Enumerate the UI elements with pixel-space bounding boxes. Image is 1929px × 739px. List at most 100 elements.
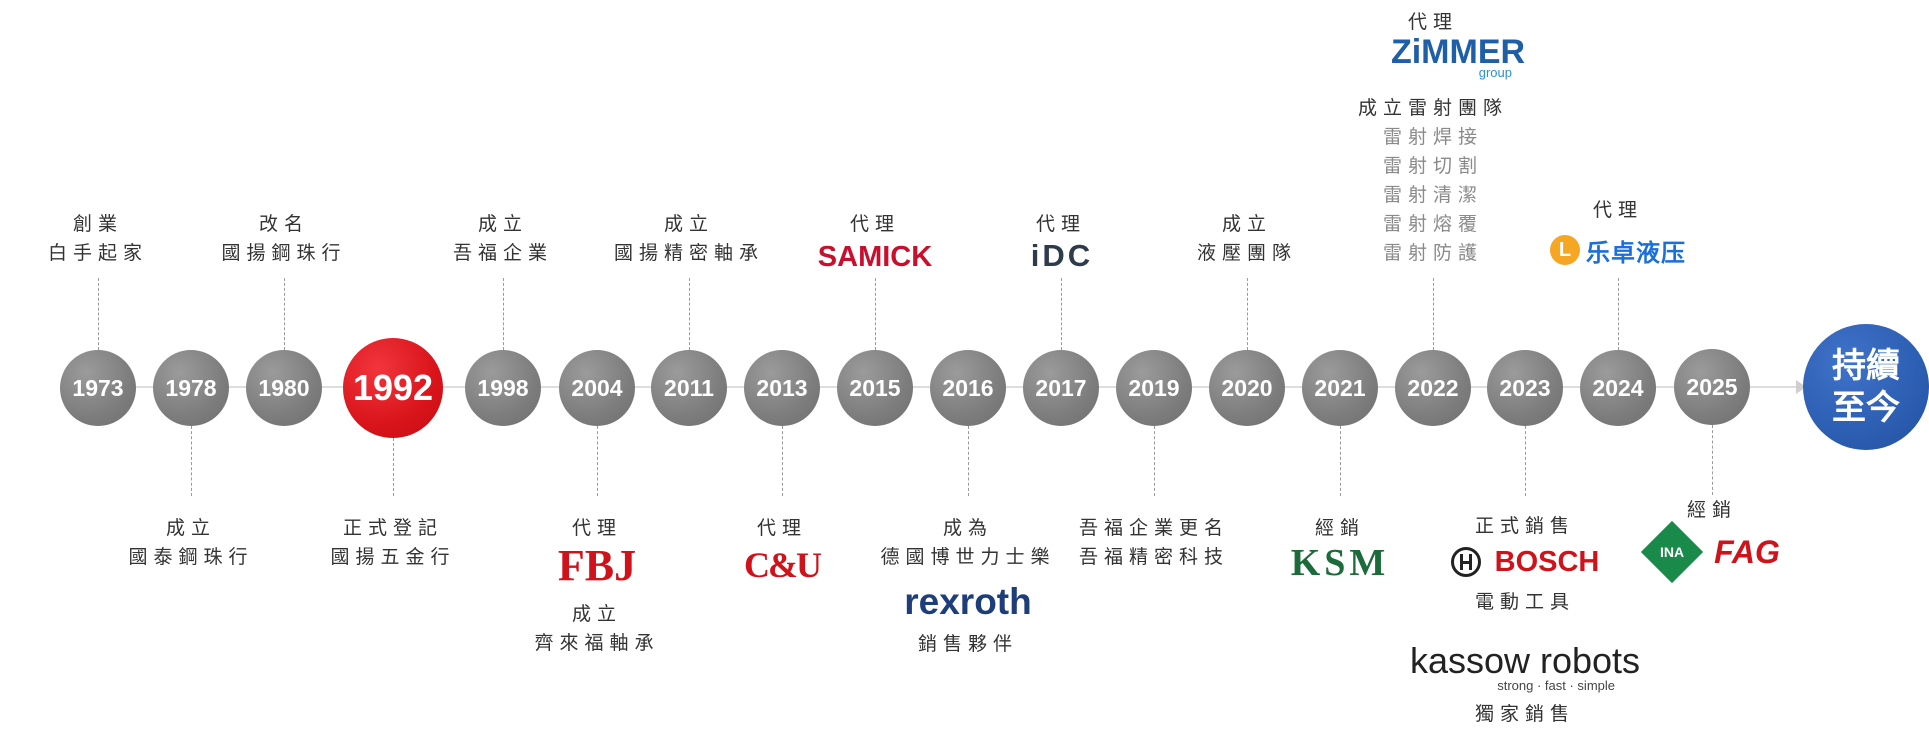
- caption-2013-line1: 代理: [756, 517, 807, 539]
- connector-1978: [191, 426, 192, 496]
- caption-2022-line4: 雷射切割: [1382, 155, 1483, 177]
- caption-2023-line2: 電動工具: [1474, 591, 1575, 613]
- caption-2017-line1: 代理: [1035, 213, 1086, 235]
- timeline-arrow-icon: [1796, 380, 1806, 394]
- caption-2016-partner: 銷售夥伴: [888, 630, 1048, 659]
- year-node-2011: 2011: [651, 350, 727, 426]
- ongoing-node: 持續 至今: [1803, 324, 1929, 450]
- year-node-2019: 2019: [1116, 350, 1192, 426]
- year-node-2015: 2015: [837, 350, 913, 426]
- year-node-2013: 2013: [744, 350, 820, 426]
- caption-2019: 吾福企業更名 吾福精密科技: [1054, 514, 1254, 572]
- year-node-1978: 1978: [153, 350, 229, 426]
- caption-1998-line1: 成立: [477, 213, 528, 235]
- caption-2024-line1: 代理: [1592, 199, 1643, 221]
- caption-1980-line2: 國揚鋼珠行: [221, 242, 347, 264]
- connector-2013: [782, 426, 783, 496]
- caption-2011: 成立 國揚精密軸承: [589, 210, 789, 268]
- connector-2004: [597, 426, 598, 496]
- ksm-logo: KSM: [1290, 542, 1390, 584]
- year-node-2025: 2025: [1674, 349, 1750, 425]
- caption-1973-line2: 白手起家: [47, 242, 148, 264]
- connector-2025: [1712, 425, 1713, 495]
- year-node-1998: 1998: [465, 350, 541, 426]
- caption-2016-line2: 德國博世力士樂: [880, 546, 1056, 568]
- bosch-armature-icon: [1450, 547, 1481, 577]
- caption-1992-line1: 正式登記: [342, 517, 443, 539]
- caption-1978-line2: 國泰鋼珠行: [128, 546, 254, 568]
- caption-2004: 成立 齊來福軸承: [507, 600, 687, 658]
- year-node-2023: 2023: [1487, 350, 1563, 426]
- caption-2020-line1: 成立: [1221, 213, 1272, 235]
- year-node-1980: 1980: [246, 350, 322, 426]
- connector-2020: [1247, 278, 1248, 350]
- connector-1973: [98, 278, 99, 350]
- caption-2022-line6: 雷射熔覆: [1382, 213, 1483, 235]
- lezhuo-icon: L: [1550, 235, 1580, 265]
- caption-2021-line1: 經銷: [1314, 517, 1365, 539]
- caption-2025-line1: 經銷: [1686, 499, 1737, 521]
- connector-1992: [393, 438, 394, 496]
- connector-2011: [689, 278, 690, 350]
- caption-2023-exclusive: 獨家銷售: [1445, 700, 1605, 729]
- connector-1998: [503, 278, 504, 350]
- year-node-2020: 2020: [1209, 350, 1285, 426]
- lezhuo-logo-text: 乐卓液压: [1586, 238, 1686, 267]
- caption-2020: 成立 液壓團隊: [1167, 210, 1327, 268]
- caption-2004-line2: 成立: [571, 603, 622, 625]
- fag-logo-text: FAG: [1714, 533, 1780, 570]
- caption-1973-line1: 創業: [72, 213, 123, 235]
- caption-2016: 成為 德國博世力士樂: [868, 514, 1068, 572]
- connector-1980: [284, 278, 285, 350]
- bosch-logo: BOSCH: [1440, 542, 1610, 582]
- caption-1978: 成立 國泰鋼珠行: [101, 514, 281, 572]
- ongoing-label-line1: 持續: [1832, 346, 1900, 386]
- fbj-logo: FBJ: [557, 540, 637, 590]
- connector-2022: [1433, 278, 1434, 350]
- caption-2019-line2: 吾福精密科技: [1078, 546, 1229, 568]
- caption-2023-tools: 電動工具: [1445, 588, 1605, 617]
- kassow-logo: kassow robots strong · fast · simple: [1405, 640, 1645, 696]
- zimmer-logo: ZiMMER group: [1388, 35, 1528, 80]
- caption-1998: 成立 吾福企業: [423, 210, 583, 268]
- caption-2022-line7: 雷射防護: [1382, 242, 1483, 264]
- caption-1992: 正式登記 國揚五金行: [303, 514, 483, 572]
- caption-2016-line3: 銷售夥伴: [917, 633, 1018, 655]
- caption-2022-line2: 成立雷射團隊: [1357, 97, 1508, 119]
- year-node-2024: 2024: [1580, 350, 1656, 426]
- caption-2023-line3: 獨家銷售: [1474, 703, 1575, 725]
- bosch-logo-text: BOSCH: [1494, 545, 1600, 578]
- kassow-tagline: strong · fast · simple: [1497, 678, 1615, 693]
- caption-2020-line2: 液壓團隊: [1196, 242, 1297, 264]
- caption-2017: 代理: [1001, 210, 1121, 239]
- ina-fag-logo: INA FAG: [1640, 520, 1790, 584]
- caption-2013: 代理: [722, 514, 842, 543]
- caption-2022-line3: 雷射焊接: [1382, 126, 1483, 148]
- ongoing-label-line2: 至今: [1832, 388, 1900, 428]
- caption-1973: 創業 白手起家: [18, 210, 178, 268]
- caption-1978-line1: 成立: [165, 517, 216, 539]
- caption-2025: 經銷: [1652, 496, 1772, 525]
- caption-2022: 成立雷射團隊 雷射焊接 雷射切割 雷射清潔 雷射熔覆 雷射防護: [1333, 94, 1533, 268]
- connector-2024: [1618, 278, 1619, 350]
- caption-2022-line5: 雷射清潔: [1382, 184, 1483, 206]
- kassow-logo-text: kassow robots: [1409, 640, 1641, 681]
- connector-2017: [1061, 278, 1062, 350]
- connector-2015: [875, 278, 876, 350]
- caption-2022-line1: 代理: [1407, 11, 1458, 33]
- caption-2004-line1: 代理: [571, 517, 622, 539]
- cu-logo: C&U: [744, 545, 822, 585]
- caption-2011-line1: 成立: [663, 213, 714, 235]
- ina-diamond-icon: INA: [1640, 520, 1704, 584]
- caption-2015: 代理: [815, 210, 935, 239]
- caption-2011-line2: 國揚精密軸承: [613, 242, 764, 264]
- connector-2016: [968, 426, 969, 496]
- caption-2023-line1: 正式銷售: [1474, 515, 1575, 537]
- connector-2021: [1340, 426, 1341, 496]
- caption-2019-line1: 吾福企業更名: [1078, 517, 1229, 539]
- caption-1992-line2: 國揚五金行: [330, 546, 456, 568]
- year-node-2021: 2021: [1302, 350, 1378, 426]
- caption-1998-line2: 吾福企業: [452, 242, 553, 264]
- caption-2016-line1: 成為: [942, 517, 993, 539]
